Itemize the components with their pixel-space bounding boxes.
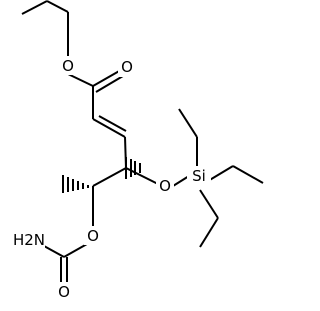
- atom-label-si: Si: [192, 167, 206, 185]
- bond-ethyl-ch3: [21, 0, 48, 15]
- atom-label-nh2: H2N: [13, 231, 45, 249]
- bond-alkene-double-2: [98, 115, 127, 132]
- bond-carbonyl-double-1: [92, 69, 122, 87]
- bond-si-ethyl3-ch2: [199, 189, 219, 219]
- bond-si-ethyl1-ch3: [178, 108, 198, 138]
- bond-alkene-double-1: [92, 118, 126, 138]
- bond-ethyl-ch2: [46, 0, 69, 13]
- bond-o-carbamate-c: [63, 243, 88, 258]
- atom-label-carbonyl-o: O: [121, 58, 133, 76]
- bond-carbamate-c-n: [43, 245, 65, 258]
- atom-label-carbamate-carbonyl-o: O: [58, 283, 70, 301]
- atom-label-silyl-ether-o: O: [159, 177, 171, 195]
- bond-o-carbonyl-c: [67, 73, 94, 87]
- atom-label-ester-o: O: [62, 57, 74, 75]
- bond-si-ethyl2-ch3: [232, 165, 264, 184]
- bond-si-ethyl2-ch2: [207, 165, 234, 182]
- stereo-hash-methyl: [62, 175, 89, 193]
- bond-c4-c5: [92, 167, 127, 187]
- bond-carbonyl-double-2: [95, 75, 124, 93]
- bond-o-si: [172, 175, 190, 187]
- atom-label-carbamate-o: O: [87, 227, 99, 245]
- bond-si-ethyl3-ch3: [199, 217, 219, 248]
- structure-diagram: O O O Si O H2N O: [13, 0, 264, 301]
